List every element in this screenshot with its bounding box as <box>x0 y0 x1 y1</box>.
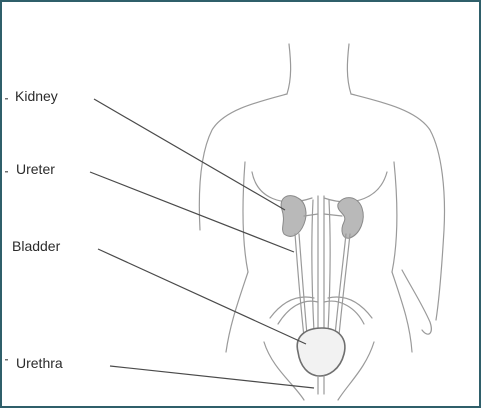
left-inner-arm-line <box>243 162 248 272</box>
ureter-leader-line <box>90 172 294 252</box>
ureter-label: Ureter <box>16 161 55 177</box>
right-renal-vessel <box>324 214 342 216</box>
right-breast-line <box>324 172 387 202</box>
left-edge-ticks <box>5 98 8 361</box>
bladder-label: Bladder <box>12 238 61 254</box>
urethra <box>318 376 324 394</box>
bladder <box>297 328 345 376</box>
urethra-label: Urethra <box>16 355 63 371</box>
right-kidney <box>338 198 363 239</box>
vena-cava-line <box>312 200 314 332</box>
right-shoulder-line <box>351 94 444 320</box>
bladder-leader-line <box>98 249 306 344</box>
right-inner-arm-line <box>392 162 397 272</box>
kidney-tick-mark <box>5 98 8 100</box>
left-breast-line <box>252 172 312 202</box>
kidney-leader-line <box>94 99 285 210</box>
neck-right-line <box>347 44 351 94</box>
leader-lines <box>90 99 314 388</box>
right-hand-line <box>402 270 431 334</box>
urethra-tick-mark <box>5 359 8 361</box>
left-kidney <box>281 196 306 237</box>
vena-cava-line-b <box>328 200 330 332</box>
kidney-label: Kidney <box>15 88 58 104</box>
urethra-leader-line <box>110 366 314 388</box>
ureter-tick-mark <box>5 171 8 173</box>
neck-left-line <box>287 44 291 94</box>
urinary-organs <box>270 196 372 394</box>
right-hip-line <box>392 272 412 352</box>
